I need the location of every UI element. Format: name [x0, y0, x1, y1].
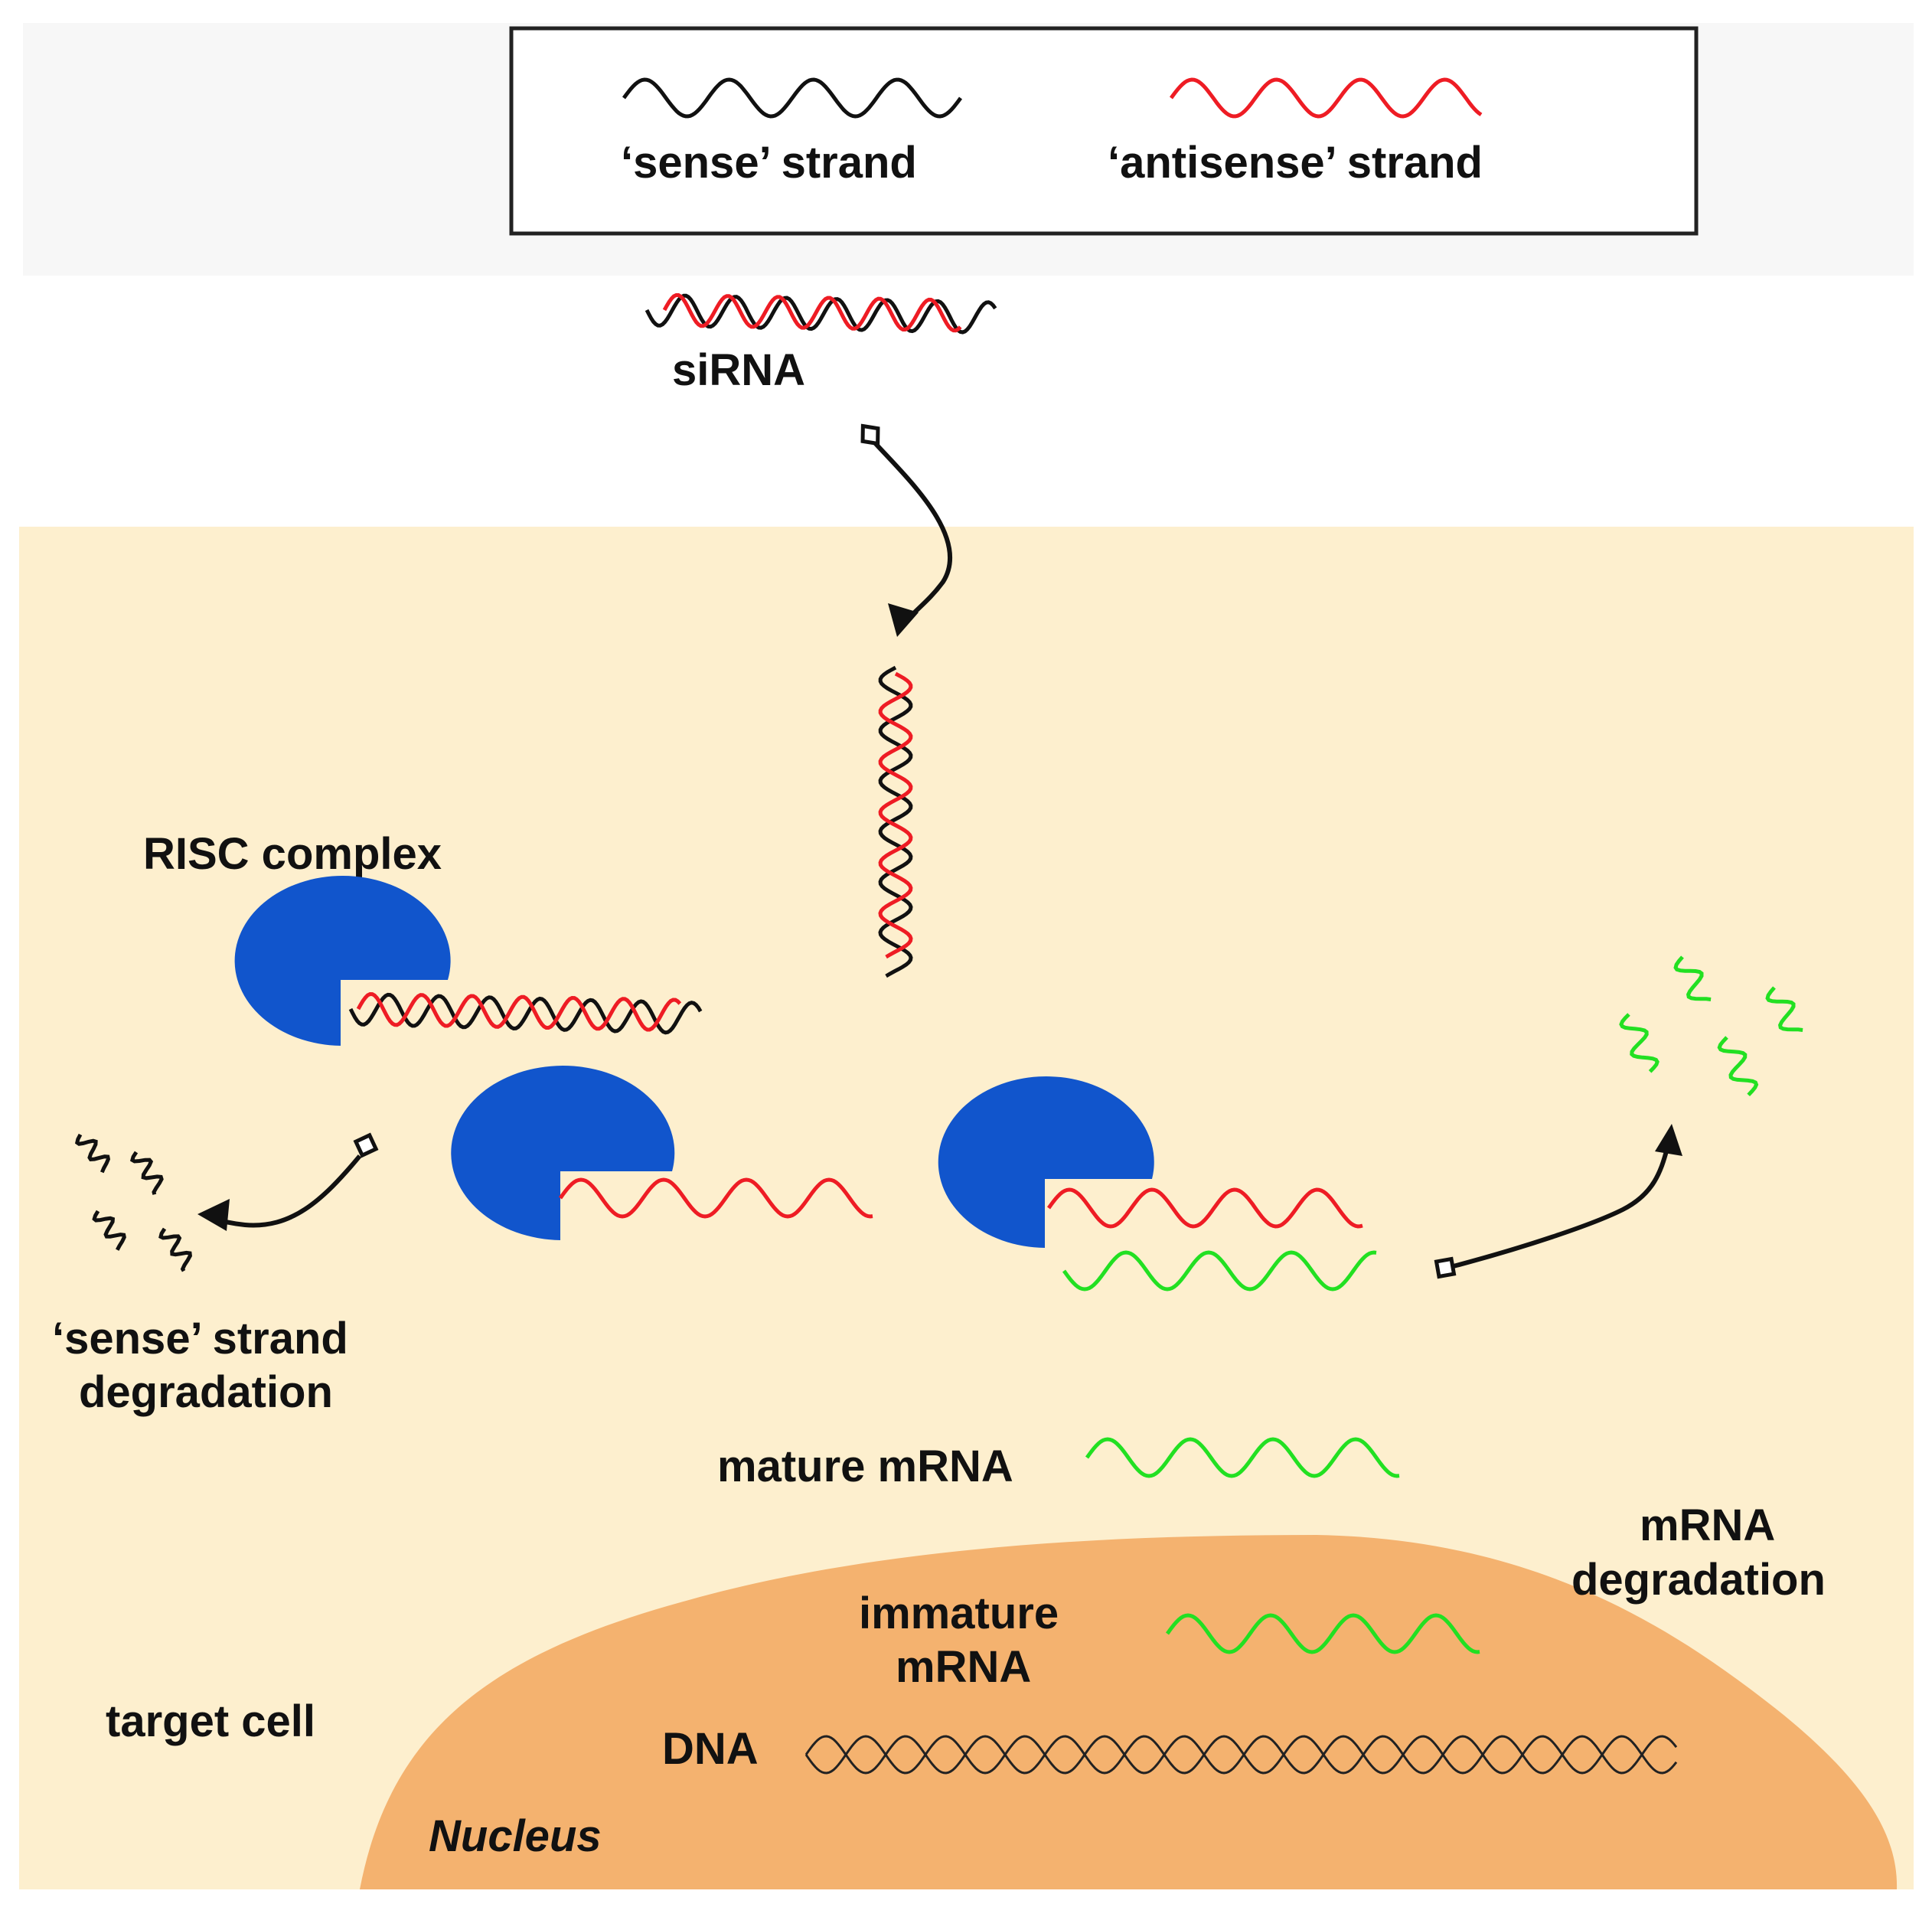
mrna-degradation-label-line1: mRNA — [1640, 1500, 1775, 1550]
risc-loaded-sense-strand — [348, 992, 703, 1035]
dna-strand-2 — [804, 1735, 1678, 1775]
mature-mrna-label: mature mRNA — [717, 1442, 1013, 1491]
mrna-fragment — [1765, 986, 1803, 1032]
target-cell-label: target cell — [106, 1696, 315, 1746]
immature-mrna-strand — [1165, 1613, 1480, 1654]
risc-complex-label: RISC complex — [143, 829, 442, 879]
legend-antisense-label: ‘antisense’ strand — [1108, 138, 1483, 188]
sirna-label: siRNA — [672, 345, 805, 395]
mrna-degradation-label-line2: degradation — [1571, 1555, 1826, 1605]
sense-fragment — [74, 1133, 110, 1174]
sense-fragment — [158, 1227, 192, 1272]
mrna-degradation-arrow-tail — [1434, 1256, 1457, 1279]
sense-fragment — [92, 1210, 126, 1251]
risc-guide-antisense-strand — [558, 1177, 873, 1219]
sense-degradation-arrowhead — [197, 1199, 230, 1231]
legend-sense-label: ‘sense’ strand — [621, 138, 917, 188]
nucleus-label: Nucleus — [429, 1811, 602, 1861]
legend-sense-strand-wave — [622, 77, 963, 119]
mrna-fragment — [1717, 1036, 1759, 1097]
risc-complex-1 — [234, 876, 451, 1046]
sense-degradation-arrow-tail — [353, 1132, 379, 1158]
mrna-degradation-arrow — [1450, 1148, 1669, 1269]
sirna-antisense-strand — [662, 293, 962, 333]
cell-entry-arrow-tail — [860, 423, 880, 446]
mrna-fragment — [1619, 1013, 1659, 1073]
nucleus-shape — [360, 1535, 1898, 1889]
sense-fragment — [129, 1151, 164, 1195]
immature-mrna-label-line2: mRNA — [896, 1642, 1031, 1692]
risc-bound-antisense-strand — [1046, 1187, 1363, 1229]
immature-mrna-label-line1: immature — [859, 1589, 1059, 1638]
dna-strand-1 — [804, 1735, 1678, 1775]
sense-degradation-label-line2: degradation — [79, 1367, 333, 1417]
cell-entry-arrowhead — [888, 603, 919, 637]
cell-entry-arrow — [868, 436, 953, 628]
mature-mrna-strand — [1085, 1437, 1400, 1478]
mrna-fragment — [1673, 955, 1712, 1001]
legend-box — [509, 26, 1699, 236]
risc-complex-3 — [938, 1076, 1154, 1248]
sense-degradation-label-line1: ‘sense’ strand — [52, 1314, 348, 1363]
risc-complex-2 — [451, 1066, 675, 1240]
mrna-degradation-arrowhead — [1655, 1124, 1682, 1156]
internal-sirna-antisense-strand — [878, 671, 913, 959]
dna-label: DNA — [662, 1724, 759, 1774]
risc-bound-target-mrna — [1062, 1250, 1377, 1291]
risc-loaded-antisense-strand — [356, 991, 682, 1032]
legend-antisense-strand-wave — [1169, 77, 1483, 119]
